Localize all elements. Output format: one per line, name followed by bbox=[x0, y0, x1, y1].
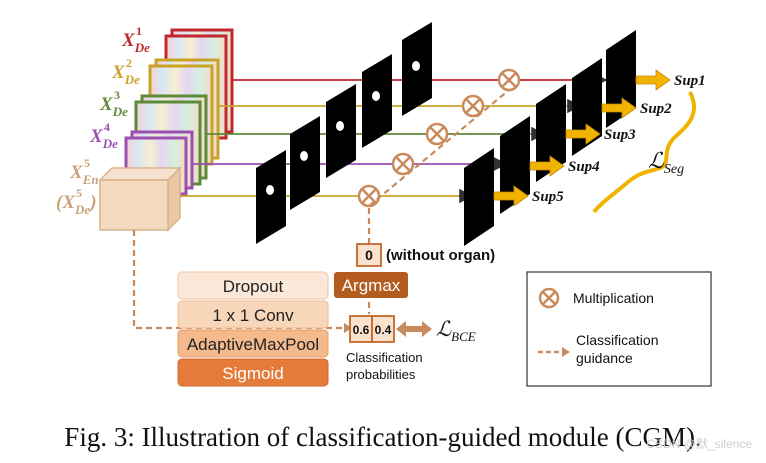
dropout-label: Dropout bbox=[223, 277, 284, 296]
conv-label: 1 x 1 Conv bbox=[212, 306, 294, 325]
bce-loss-label: ℒBCE bbox=[436, 317, 476, 344]
classifier-stack: Dropout 1 x 1 Conv AdaptiveMaxPool Sigmo… bbox=[177, 271, 329, 387]
label-xde3: XDe 3 bbox=[99, 88, 128, 119]
guidance-arrowhead bbox=[344, 323, 352, 333]
probability-boxes: 0.6 0.4 bbox=[349, 315, 395, 343]
sup4-label: Sup4 bbox=[568, 159, 600, 175]
sup1-label: Sup1 bbox=[674, 73, 706, 89]
multiply-node-4 bbox=[391, 152, 415, 176]
svg-text:XDe: XDe bbox=[89, 126, 118, 151]
encoder-feature-cube bbox=[98, 166, 182, 232]
svg-text:5: 5 bbox=[76, 186, 82, 200]
sigmoid-label: Sigmoid bbox=[222, 364, 283, 383]
argmax-block bbox=[334, 272, 408, 298]
svg-text:ℒBCE: ℒBCE bbox=[436, 317, 476, 344]
sup2-label: Sup2 bbox=[640, 101, 672, 117]
argmax-output-box bbox=[356, 243, 382, 267]
label-xde4: XDe 4 bbox=[89, 120, 118, 151]
argmax-label: Argmax bbox=[342, 276, 401, 295]
svg-text:XDe: XDe bbox=[99, 94, 128, 119]
legend-guidance-text-2: guidance bbox=[576, 350, 633, 366]
sup3-label: Sup3 bbox=[604, 127, 636, 143]
maxpool-label: AdaptiveMaxPool bbox=[187, 335, 319, 354]
watermark: CSDN @默_silence bbox=[646, 436, 752, 451]
label-xde1: XDe 1 bbox=[121, 24, 150, 55]
svg-text:(XDe): (XDe) bbox=[56, 192, 97, 217]
prob-caption-line1: Classification bbox=[346, 350, 423, 365]
seg-loss-label: ℒSeg bbox=[648, 148, 684, 177]
label-xde2: XDe 2 bbox=[111, 56, 140, 87]
svg-text:1: 1 bbox=[136, 24, 142, 38]
argmax-output-value: 0 bbox=[365, 247, 373, 263]
svg-text:XDe: XDe bbox=[121, 30, 150, 55]
multiply-node-1 bbox=[497, 68, 521, 92]
svg-text:XDe: XDe bbox=[111, 62, 140, 87]
multiply-node-5 bbox=[357, 184, 381, 208]
label-xen5: XEn 5 bbox=[69, 156, 99, 187]
svg-text:4: 4 bbox=[104, 120, 110, 134]
sup-arrows bbox=[493, 69, 671, 207]
seg-bracket bbox=[592, 91, 696, 214]
sup5-label: Sup5 bbox=[532, 189, 564, 205]
svg-text:ℒSeg: ℒSeg bbox=[648, 148, 684, 177]
label-xde5: (XDe) 5 bbox=[56, 186, 97, 217]
svg-text:2: 2 bbox=[126, 56, 132, 70]
prob-1: 0.4 bbox=[375, 323, 392, 337]
legend-multiply-icon bbox=[538, 287, 560, 309]
figure-caption: Fig. 3: Illustration of classification-g… bbox=[64, 422, 701, 452]
prob-0: 0.6 bbox=[353, 323, 370, 337]
legend-guidance-text-1: Classification bbox=[576, 332, 658, 348]
legend-multiplication-text: Multiplication bbox=[573, 290, 654, 306]
multiply-node-3 bbox=[425, 122, 449, 146]
argmax-output-note: (without organ) bbox=[386, 247, 495, 264]
svg-text:5: 5 bbox=[84, 156, 90, 170]
svg-text:3: 3 bbox=[114, 88, 120, 102]
bce-arrow bbox=[396, 321, 432, 337]
input-prediction-maps bbox=[256, 22, 432, 244]
svg-text:XEn: XEn bbox=[69, 162, 99, 187]
multiply-node-2 bbox=[461, 94, 485, 118]
prob-caption-line2: probabilities bbox=[346, 367, 416, 382]
legend: Multiplication Classification guidance bbox=[526, 271, 712, 387]
